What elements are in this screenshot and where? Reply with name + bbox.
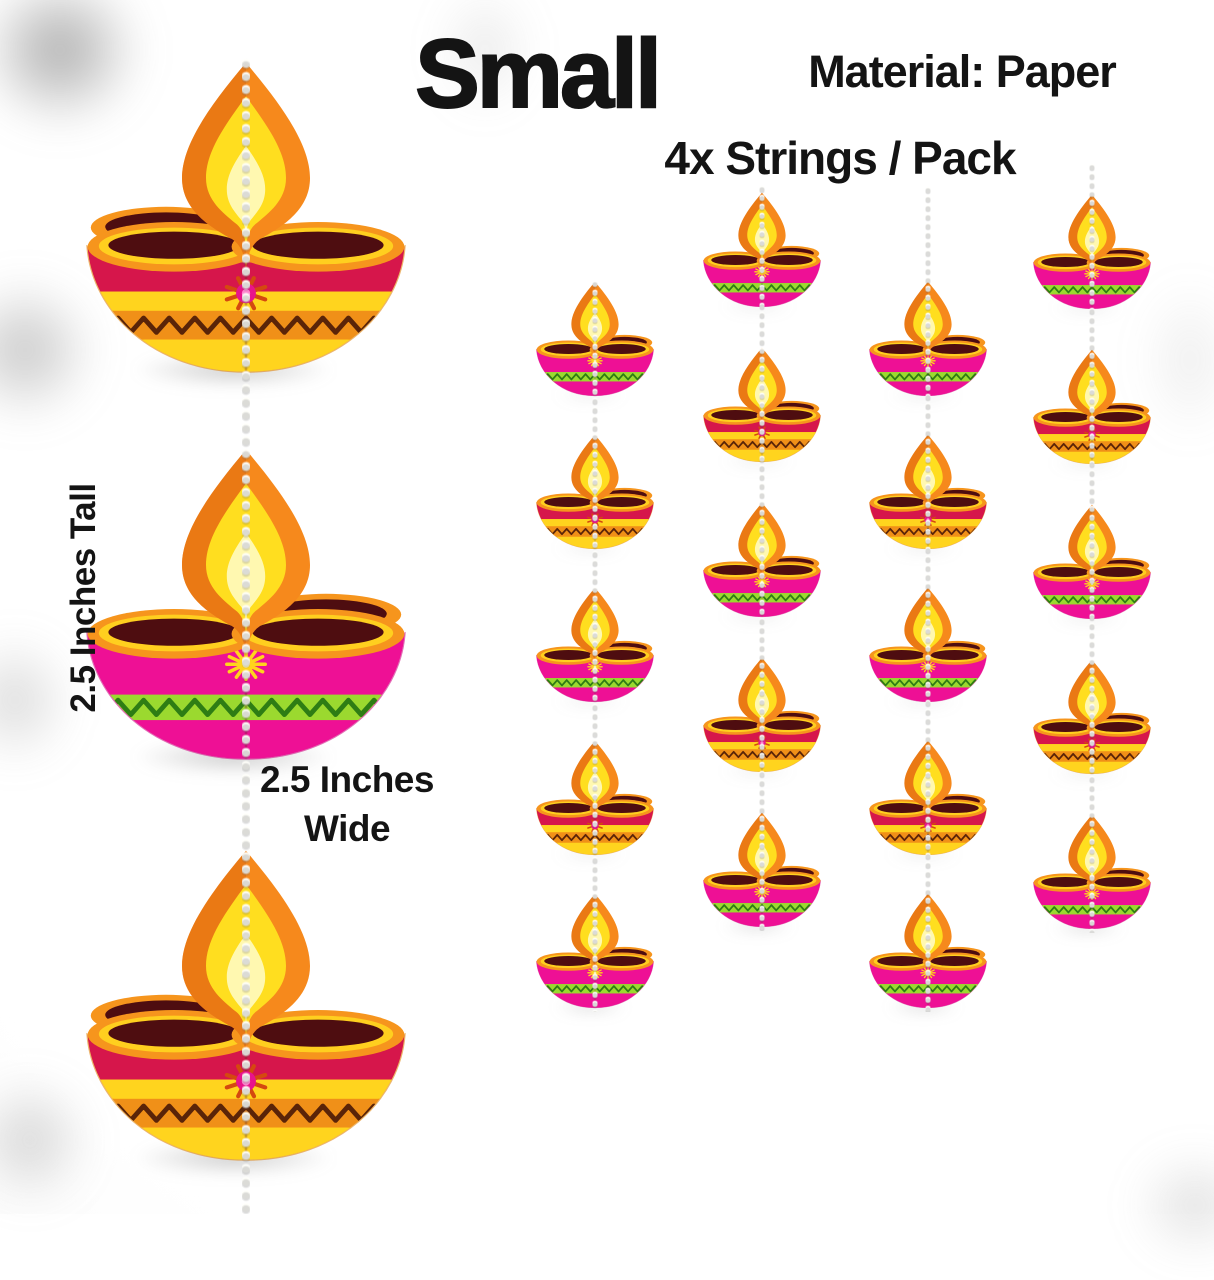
shadow-blob bbox=[1110, 1130, 1214, 1280]
diya-lamp-pink bbox=[536, 892, 654, 1010]
dimension-wide-line1: 2.5 Inches bbox=[260, 759, 434, 800]
diya-bowl bbox=[869, 793, 987, 856]
string-thread bbox=[242, 58, 250, 1214]
product-title: Small bbox=[414, 18, 663, 129]
material-label: Material: Paper bbox=[808, 46, 1117, 97]
dimension-wide-label: 2.5 Inches Wide bbox=[217, 756, 477, 854]
string-thread bbox=[759, 185, 765, 931]
string-thread bbox=[925, 186, 931, 1012]
dimension-tall-label: 2.5 Inches Tall bbox=[64, 483, 103, 713]
string-thread bbox=[592, 280, 598, 1012]
pack-count-label: 4x Strings / Pack bbox=[664, 132, 1016, 184]
string-thread bbox=[1089, 163, 1095, 933]
diya-lamp-yellow bbox=[869, 739, 987, 857]
dimension-wide-line2: Wide bbox=[303, 807, 391, 849]
shadow-blob bbox=[420, 0, 550, 140]
